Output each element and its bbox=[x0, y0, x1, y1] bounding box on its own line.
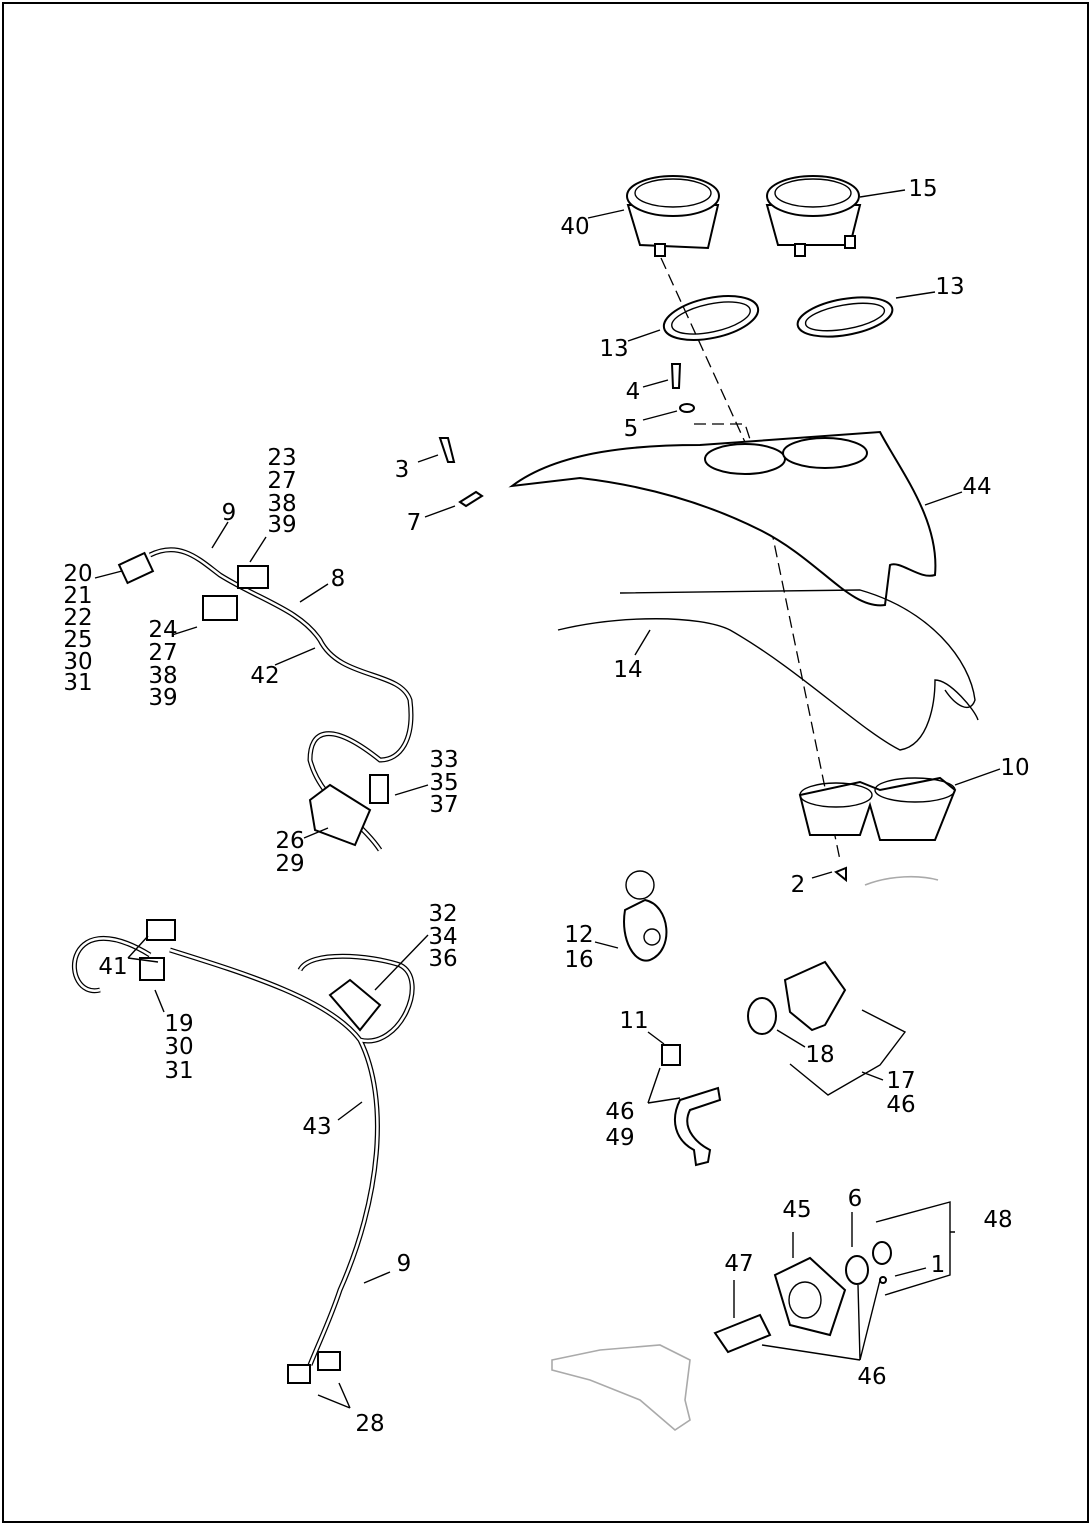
callout-43: 43 bbox=[302, 1114, 331, 1140]
callout-30: 30 bbox=[63, 649, 92, 675]
callout-27: 27 bbox=[148, 640, 177, 666]
callout-33: 33 bbox=[429, 747, 458, 773]
callout-47: 47 bbox=[724, 1251, 753, 1277]
callout-20: 20 bbox=[63, 561, 92, 587]
callout-30: 30 bbox=[164, 1034, 193, 1060]
callout-14: 14 bbox=[613, 657, 642, 683]
callout-13: 13 bbox=[599, 336, 628, 362]
callout-39: 39 bbox=[267, 512, 296, 538]
callout-42: 42 bbox=[250, 663, 279, 689]
callout-41: 41 bbox=[98, 954, 127, 980]
callout-44: 44 bbox=[962, 474, 991, 500]
callout-40: 40 bbox=[560, 214, 589, 240]
callout-17: 17 bbox=[886, 1068, 915, 1094]
callout-18: 18 bbox=[805, 1042, 834, 1068]
callout-49: 49 bbox=[605, 1125, 634, 1151]
callout-34: 34 bbox=[428, 924, 457, 950]
callout-4: 4 bbox=[626, 379, 641, 405]
callout-11: 11 bbox=[619, 1008, 648, 1034]
callout-38: 38 bbox=[267, 491, 296, 517]
callout-22: 22 bbox=[63, 605, 92, 631]
callout-28: 28 bbox=[355, 1411, 384, 1437]
gauge-15 bbox=[765, 175, 862, 257]
callout-15: 15 bbox=[908, 176, 937, 202]
base-10 bbox=[798, 776, 957, 886]
tag-12 bbox=[623, 870, 668, 962]
callout-10: 10 bbox=[1000, 755, 1029, 781]
callout-3: 3 bbox=[395, 457, 410, 483]
clip-11 bbox=[661, 1044, 681, 1066]
callout-48: 48 bbox=[983, 1207, 1012, 1233]
bracket-49 bbox=[673, 1086, 722, 1167]
callout-39: 39 bbox=[148, 685, 177, 711]
callout-31: 31 bbox=[164, 1058, 193, 1084]
seal-14 bbox=[557, 589, 979, 751]
callout-31: 31 bbox=[63, 670, 92, 696]
callout-19: 19 bbox=[164, 1011, 193, 1037]
callout-21: 21 bbox=[63, 583, 92, 609]
callout-32: 32 bbox=[428, 901, 457, 927]
callout-12: 12 bbox=[564, 922, 593, 948]
callout-46: 46 bbox=[857, 1364, 886, 1390]
harness-42 bbox=[117, 547, 414, 852]
callout-25: 25 bbox=[63, 627, 92, 653]
callout-26: 26 bbox=[275, 828, 304, 854]
callout-16: 16 bbox=[564, 947, 593, 973]
callout-2: 2 bbox=[791, 872, 806, 898]
callout-13: 13 bbox=[935, 274, 964, 300]
callout-1: 1 bbox=[931, 1252, 946, 1278]
callout-46: 46 bbox=[605, 1099, 634, 1125]
leader-lines bbox=[94, 189, 1001, 1409]
callout-9: 9 bbox=[397, 1251, 412, 1277]
callout-24: 24 bbox=[148, 617, 177, 643]
callouts: 40 15 13 13 4 5 3 7 44 14 10 2 23 27 38 … bbox=[63, 176, 1029, 1437]
callout-36: 36 bbox=[428, 946, 457, 972]
callout-45: 45 bbox=[782, 1197, 811, 1223]
switch-parts bbox=[551, 1241, 892, 1432]
screws bbox=[438, 363, 695, 508]
callout-46: 46 bbox=[886, 1092, 915, 1118]
callout-38: 38 bbox=[148, 663, 177, 689]
gauge-40 bbox=[626, 175, 720, 257]
gauge-gaskets-13 bbox=[662, 295, 894, 341]
callout-8: 8 bbox=[331, 566, 346, 592]
callout-6: 6 bbox=[848, 1186, 863, 1212]
callout-9: 9 bbox=[222, 500, 237, 526]
instrument-housing-44 bbox=[508, 430, 937, 607]
callout-27: 27 bbox=[267, 468, 296, 494]
harness-43 bbox=[72, 919, 415, 1384]
callout-23: 23 bbox=[267, 445, 296, 471]
callout-5: 5 bbox=[624, 416, 639, 442]
callout-7: 7 bbox=[407, 510, 422, 536]
callout-37: 37 bbox=[429, 792, 458, 818]
callout-29: 29 bbox=[275, 851, 304, 877]
sensor-17 bbox=[747, 960, 847, 1035]
callout-35: 35 bbox=[429, 770, 458, 796]
